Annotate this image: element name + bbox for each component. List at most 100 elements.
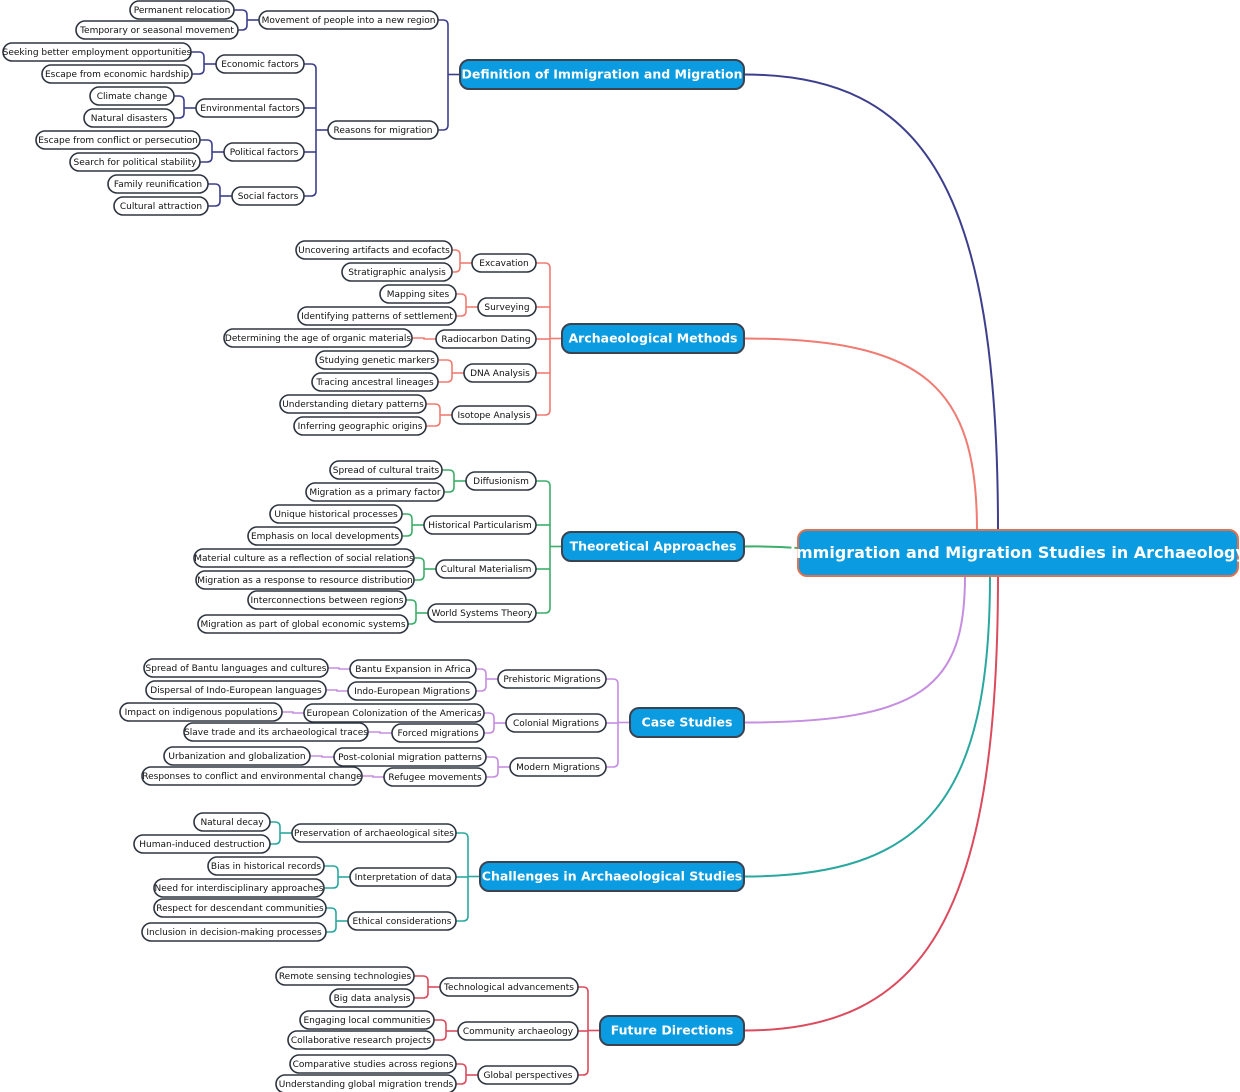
leaf-family-reunification-label: Family reunification [114,180,202,190]
connector [426,420,441,427]
leaf-family-reunification: Family reunification [107,174,209,194]
subtopic-european-colonization-of-the-americas[interactable]: European Colonization of the Americas [303,703,485,723]
connector [536,262,551,269]
leaf-remote-sensing-technologies: Remote sensing technologies [275,966,415,986]
connector [402,530,413,537]
subtopic-radiocarbon-dating-box [435,329,537,349]
subtopic-global-perspectives[interactable]: Global perspectives [477,1065,579,1085]
subtopic-historical-particularism[interactable]: Historical Particularism [423,515,537,535]
leaf-temporary-or-seasonal-movement-label: Temporary or seasonal movement [79,26,234,36]
subtopic-preservation-of-archaeological-sites[interactable]: Preservation of archaeological sites [291,823,457,843]
subtopic-technological-advancements-box [439,977,579,997]
connector [414,574,425,581]
leaf-migration-as-a-primary-factor: Migration as a primary factor [305,482,445,502]
subtopic-radiocarbon-dating[interactable]: Radiocarbon Dating [435,329,537,349]
main-topic-theoretical-approaches[interactable]: Theoretical Approaches [561,531,745,562]
subtopic-modern-migrations[interactable]: Modern Migrations [509,757,607,777]
leaf-studying-genetic-markers: Studying genetic markers [315,350,439,370]
subtopic-isotope-analysis-label: Isotope Analysis [457,411,530,421]
connector [578,1069,589,1076]
subtopic-diffusionism-box [465,471,537,491]
subtopic-indo-european-migrations[interactable]: Indo-European Migrations [347,681,477,701]
leaf-need-for-interdisciplinary-approaches: Need for interdisciplinary approaches [153,878,325,898]
main-topic-future-directions[interactable]: Future Directions [599,1015,745,1046]
subtopic-refugee-movements[interactable]: Refugee movements [383,767,487,787]
leaf-mapping-sites: Mapping sites [379,284,457,304]
central-topic[interactable]: Immigration and Migration Studies in Arc… [790,529,1240,577]
connector [414,557,425,564]
connector [412,337,436,340]
branch-curve-case-studies [743,575,966,724]
subtopic-excavation[interactable]: Excavation [471,253,537,273]
leaf-bias-in-historical-records: Bias in historical records [207,856,325,876]
leaf-cultural-attraction-box [113,196,209,216]
subtopic-surveying-label: Surveying [484,303,529,313]
leaf-emphasis-on-local-developments: Emphasis on local developments [247,526,403,546]
main-topic-challenges-in-archaeological-studies[interactable]: Challenges in Archaeological Studies [479,861,745,892]
subtopic-isotope-analysis-box [451,405,537,425]
leaf-human-induced-destruction: Human-induced destruction [133,834,271,854]
subtopic-political-factors[interactable]: Political factors [223,142,305,162]
connector [414,992,429,999]
subtopic-historical-particularism-box [423,515,537,535]
leaf-unique-historical-processes-box [269,504,403,524]
main-topic-case-studies[interactable]: Case Studies [629,707,745,738]
connector [456,1063,467,1070]
subtopic-post-colonial-migration-patterns[interactable]: Post-colonial migration patterns [333,747,487,767]
subtopic-colonial-migrations[interactable]: Colonial Migrations [505,713,607,733]
subtopic-surveying[interactable]: Surveying [477,297,537,317]
connector [362,775,384,778]
connector [192,68,205,75]
leaf-need-for-interdisciplinary-approaches-box [153,878,325,898]
subtopic-economic-factors[interactable]: Economic factors [215,54,305,74]
subtopic-community-archaeology-label: Community archaeology [463,1027,574,1037]
leaf-dispersal-of-indo-european-languages: Dispersal of Indo-European languages [145,680,327,700]
connector [456,293,467,300]
leaf-urbanization-and-globalization: Urbanization and globalization [163,746,311,766]
subtopic-movement-of-people-into-a-new-region[interactable]: Movement of people into a new region [258,10,439,30]
central-topic-label: Immigration and Migration Studies in Arc… [790,543,1240,562]
connector [486,756,499,763]
connector [174,95,185,102]
subtopic-technological-advancements[interactable]: Technological advancements [439,977,579,997]
leaf-emphasis-on-local-developments-label: Emphasis on local developments [251,532,399,542]
subtopic-dna-analysis[interactable]: DNA Analysis [463,363,537,383]
leaf-understanding-dietary-patterns-label: Understanding dietary patterns [282,400,424,410]
subtopic-cultural-materialism[interactable]: Cultural Materialism [435,559,537,579]
subtopic-social-factors[interactable]: Social factors [231,186,305,206]
subtopic-interpretation-of-data[interactable]: Interpretation of data [349,867,457,887]
subtopic-world-systems-theory[interactable]: World Systems Theory [427,603,537,623]
leaf-responses-to-conflict-and-environmental-change-box [141,766,363,786]
subtopic-reasons-for-migration[interactable]: Reasons for migration [327,120,439,140]
subtopic-prehistoric-migrations[interactable]: Prehistoric Migrations [497,669,607,689]
subtopic-diffusionism[interactable]: Diffusionism [465,471,537,491]
main-topic-definition-of-immigration-and-migration[interactable]: Definition of Immigration and Migration [459,59,745,90]
leaf-understanding-global-migration-trends-label: Understanding global migration trends [279,1080,454,1090]
connector [536,409,551,416]
leaf-big-data-analysis: Big data analysis [329,988,415,1008]
connector [606,761,619,768]
subtopic-forced-migrations[interactable]: Forced migrations [391,723,485,743]
leaf-permanent-relocation-label: Permanent relocation [134,6,231,16]
subtopic-prehistoric-migrations-box [497,669,607,689]
main-topic-challenges-in-archaeological-studies-box [479,861,745,892]
leaf-material-culture-as-a-reflection-of-social-relations-box [193,548,415,568]
leaf-impact-on-indigenous-populations-label: Impact on indigenous populations [125,708,278,718]
leaf-migration-as-a-primary-factor-label: Migration as a primary factor [309,488,440,498]
subtopic-bantu-expansion-in-africa[interactable]: Bantu Expansion in Africa [349,659,477,679]
subtopic-environmental-factors[interactable]: Environmental factors [195,98,305,118]
leaf-understanding-dietary-patterns-box [279,394,427,414]
leaf-spread-of-bantu-languages-and-cultures-box [143,658,329,678]
subtopic-prehistoric-migrations-label: Prehistoric Migrations [503,675,601,685]
leaf-migration-as-part-of-global-economic-systems-box [197,614,409,634]
connector [234,9,248,16]
subtopic-isotope-analysis[interactable]: Isotope Analysis [451,405,537,425]
subtopic-cultural-materialism-label: Cultural Materialism [441,565,532,575]
connector [270,821,281,828]
subtopic-global-perspectives-box [477,1065,579,1085]
subtopic-ethical-considerations[interactable]: Ethical considerations [347,911,457,931]
main-topic-archaeological-methods[interactable]: Archaeological Methods [561,323,745,354]
subtopic-interpretation-of-data-label: Interpretation of data [355,873,452,883]
subtopic-community-archaeology[interactable]: Community archaeology [457,1021,579,1041]
